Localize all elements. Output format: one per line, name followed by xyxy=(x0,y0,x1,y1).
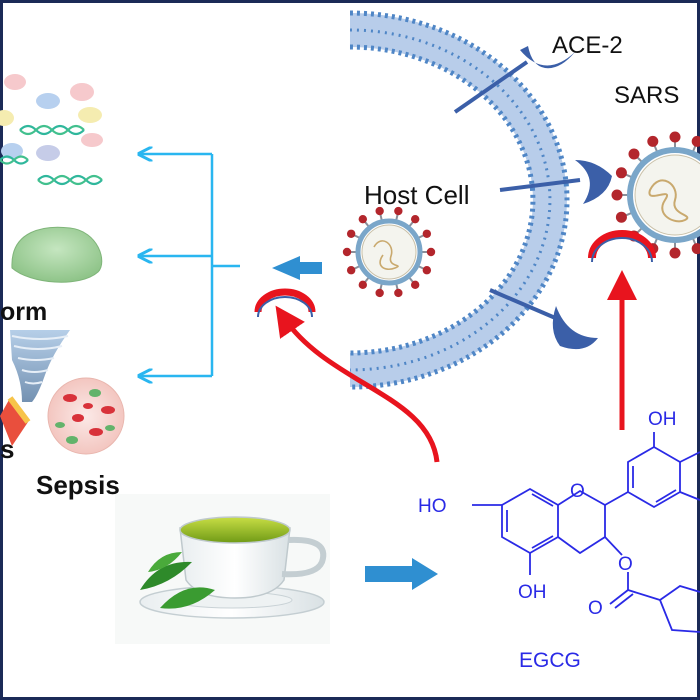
spike-protein xyxy=(669,247,681,259)
ace2-receptor-top xyxy=(453,46,575,114)
spike-protein xyxy=(669,131,681,143)
internalized-virus xyxy=(342,206,436,298)
inhibition-arrow-left xyxy=(275,305,440,463)
spike-protein xyxy=(394,206,403,216)
spike-protein xyxy=(615,167,627,179)
sepsis-label: Sepsis xyxy=(36,470,120,500)
atom-oh-bottom: OH xyxy=(518,582,547,603)
thrombosis-vessel-icon xyxy=(0,396,31,446)
spike-protein xyxy=(346,266,356,275)
ace2-label: ACE-2 xyxy=(552,32,623,59)
spike-protein xyxy=(691,243,700,255)
pathway-bracket xyxy=(140,154,240,376)
sars-label: SARS xyxy=(614,82,679,109)
inhibitor-cap-right xyxy=(588,230,656,263)
spike-protein xyxy=(422,266,432,275)
cell-membrane xyxy=(349,10,570,390)
spike-protein xyxy=(422,229,432,238)
egcg-atom-labels: HO OH OH O O O xyxy=(418,409,677,619)
inhibitor-cap-left xyxy=(254,288,316,318)
spike-protein xyxy=(426,247,436,257)
cytokine-storm-icon xyxy=(10,330,70,402)
atom-o-carbonyl: O xyxy=(588,598,603,619)
cytokine-storm-label: orm xyxy=(0,298,47,326)
spike-protein xyxy=(691,135,700,147)
cytokine-cluster xyxy=(0,74,103,161)
sars-virus-particle xyxy=(611,131,700,259)
lung-cell-icon xyxy=(11,226,103,283)
spike-protein xyxy=(346,229,356,238)
green-tea-cup-image xyxy=(115,494,330,644)
spike-protein xyxy=(410,214,420,224)
spike-protein xyxy=(358,214,368,224)
atom-o-ring: O xyxy=(570,481,585,502)
atom-o-ester: O xyxy=(618,554,633,575)
spike-protein xyxy=(394,288,403,298)
tea-to-egcg-arrow xyxy=(365,558,438,590)
spike-protein xyxy=(615,211,627,223)
spike-protein xyxy=(375,288,384,298)
internalization-arrow xyxy=(272,256,322,280)
ace2-receptor-bottom xyxy=(489,288,598,350)
spike-protein xyxy=(611,189,623,201)
spike-protein xyxy=(358,280,368,290)
sepsis-blood-icon xyxy=(47,377,125,455)
atom-oh-top: OH xyxy=(648,409,677,430)
dna-strands xyxy=(0,124,103,186)
atom-ho-left: HO xyxy=(418,496,447,517)
egcg-structure xyxy=(472,432,700,633)
spike-protein xyxy=(410,280,420,290)
thrombosis-label-partial: s xyxy=(0,434,14,464)
spike-protein xyxy=(342,247,352,257)
spike-protein xyxy=(647,135,659,147)
egcg-label: EGCG xyxy=(519,649,581,672)
spike-protein xyxy=(375,206,384,216)
host-cell-label: Host Cell xyxy=(364,180,469,210)
ace2-receptor-middle xyxy=(499,160,612,204)
spike-protein xyxy=(628,148,640,160)
